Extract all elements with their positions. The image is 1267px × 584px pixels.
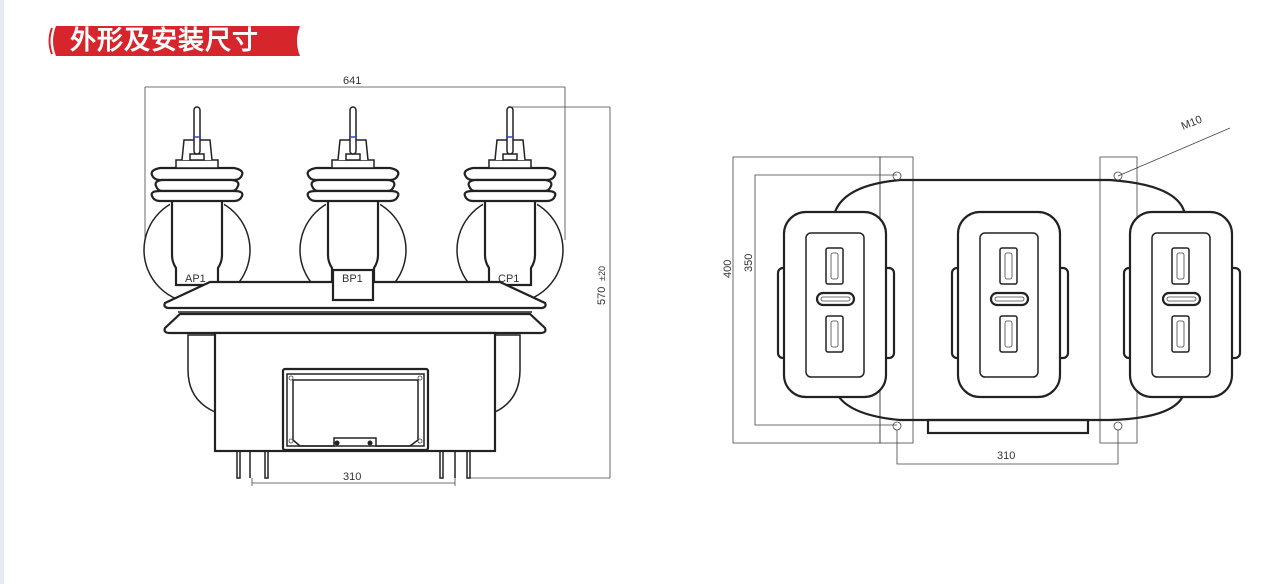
top-mount-dim-label: 310 xyxy=(997,450,1015,462)
banner-shape xyxy=(48,26,300,56)
section-title-banner: 外形及安装尺寸 xyxy=(48,24,304,58)
height-tolerance: ±20 xyxy=(597,266,607,281)
depth-inner-label: 350 xyxy=(743,254,755,272)
top-view: M10 400 350 310 xyxy=(722,114,1242,465)
width-dim-label: 641 xyxy=(343,75,361,87)
front-mount-dim-label: 310 xyxy=(343,471,361,483)
bushing-top-right xyxy=(1122,210,1242,399)
terminal-label-a: AP1 xyxy=(185,273,206,285)
bushing-top-left xyxy=(776,210,896,399)
front-mount-dimension: 310 xyxy=(251,471,456,486)
bushing-top-middle xyxy=(950,210,1070,399)
center-terminal-block xyxy=(331,268,375,302)
top-mount-dimension: 310 xyxy=(896,430,1119,465)
height-dim-label: 570 xyxy=(596,287,608,305)
transformer-body xyxy=(213,331,497,453)
section-title: 外形及安装尺寸 xyxy=(70,26,260,56)
page-edge xyxy=(0,0,4,584)
front-view: 641 570 ±20 xyxy=(143,75,611,486)
mount-holes xyxy=(892,171,1123,431)
bottom-plate xyxy=(926,418,1090,435)
width-dimension: 641 xyxy=(144,75,566,240)
height-dimension: 570 ±20 xyxy=(470,106,611,479)
lower-flange xyxy=(163,312,547,335)
insulator-a xyxy=(143,106,251,304)
depth-outer-label: 400 xyxy=(722,260,734,278)
nameplate xyxy=(281,367,430,452)
terminal-label-b: BP1 xyxy=(342,273,363,285)
base-oval xyxy=(833,178,1187,422)
bolt-label: M10 xyxy=(1180,114,1204,133)
terminal-label-c: CP1 xyxy=(498,273,519,285)
